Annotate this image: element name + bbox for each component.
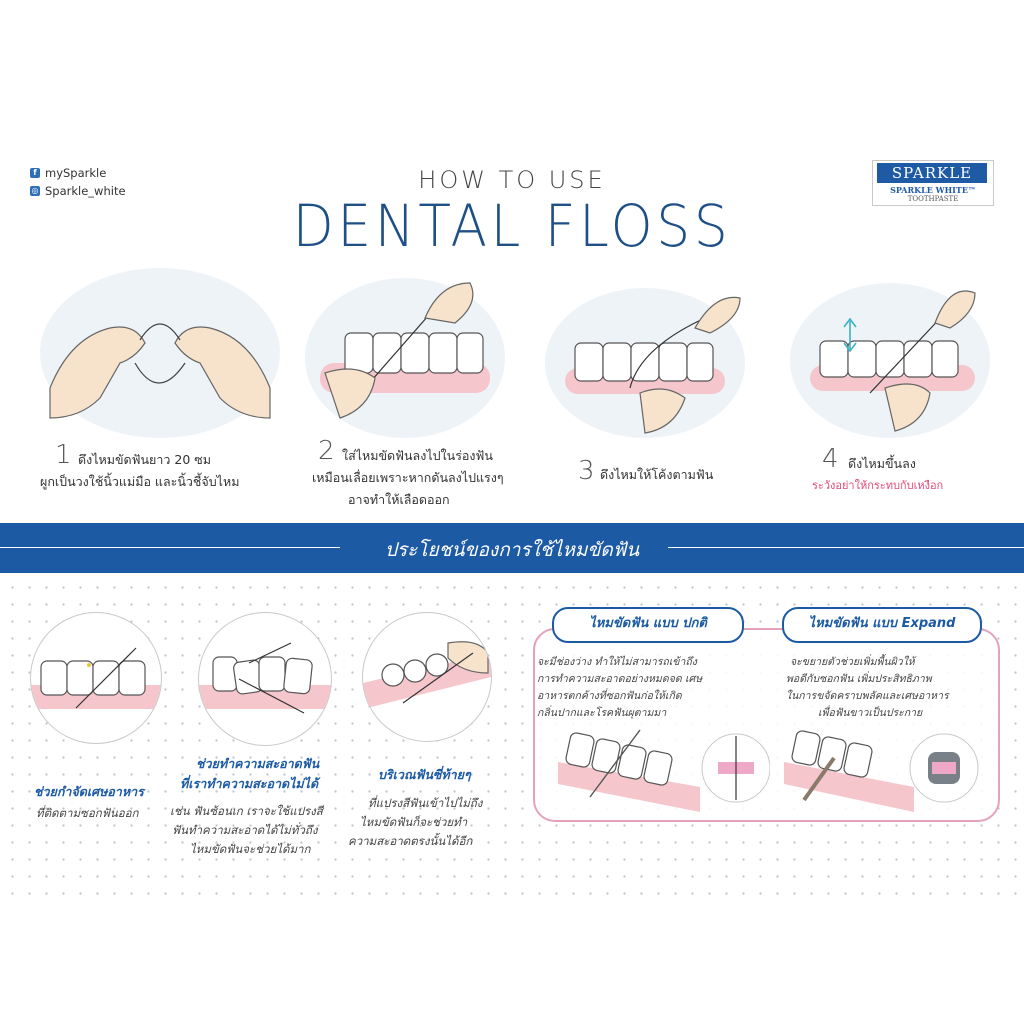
brand-line2: TOOTHPASTE (907, 195, 959, 203)
banner-line-right (668, 547, 1024, 548)
brand-logo: SPARKLE SPARKLE WHITE™ TOOTHPASTE (872, 160, 994, 206)
benefit-3-illustration (362, 612, 492, 742)
step-2-text-3: อาจทำให้เลือดออก (348, 492, 450, 507)
step-1-number: 1 (55, 440, 72, 470)
step-4-illustration (790, 283, 990, 438)
step-3-number: 3 (578, 456, 595, 486)
benefit-2-body-2: ฟันทำความสะอาดได้ไม่ทั่วถึง (172, 823, 318, 837)
page-subtitle: HOW TO USE (418, 166, 606, 194)
benefit-2-title-2: ที่เราทำความสะอาดไม่ได้ (180, 776, 319, 791)
step-2-number: 2 (318, 436, 335, 466)
facebook-icon: f (30, 168, 40, 178)
normal-body-1: จะมีช่องว่าง ทำให้ไม่สามารถเข้าถึง (537, 656, 697, 668)
expand-body-4: เพื่อฟันขาวเป็นประกาย (818, 707, 923, 719)
step-3-illustration (545, 288, 745, 438)
benefits-heading: ประโยชน์ของการใช้ไหมขัดฟัน (384, 539, 640, 561)
banner-line-left (0, 547, 340, 548)
normal-floss-label: ไหมขัดฟัน แบบ ปกติ (552, 607, 744, 643)
expand-body-1: จะขยายตัวช่วยเพิ่มพื้นผิวให้ (790, 656, 915, 668)
step-2-illustration (305, 278, 505, 438)
step-2-text-2: เหมือนเลื่อยเพราะหากดันลงไปแรงๆ (312, 470, 504, 485)
brand-line1: SPARKLE WHITE™ (890, 185, 976, 195)
step-2-text-1: ใส่ไหมขัดฟันลงไปในร่องฟัน (342, 448, 493, 463)
benefit-3-body-2: ไหมขัดฟันก็จะช่วยทำ (360, 815, 468, 829)
benefit-1-body-1: ที่ติดตามซอกฟันออก (36, 806, 139, 820)
benefits-banner: ประโยชน์ของการใช้ไหมขัดฟัน (0, 523, 1024, 573)
normal-body-3: อาหารตกค้างที่ซอกฟันก่อให้เกิด (537, 690, 682, 702)
facebook-link[interactable]: f mySparkle (30, 166, 106, 180)
instagram-icon: ◎ (30, 186, 40, 196)
benefit-3-body-3: ความสะอาดตรงนั้นได้อีก (348, 834, 473, 848)
step-4-text-1: ดึงไหมขึ้นลง (848, 456, 916, 471)
expand-floss-label: ไหมขัดฟัน แบบ Expand (782, 607, 982, 643)
facebook-handle: mySparkle (45, 166, 107, 180)
expand-body-2: พอดีกับซอกฟัน เพิ่มประสิทธิภาพ (786, 673, 932, 685)
benefit-2-body-3: ไหมขัดฟันจะช่วยได้มาก (190, 842, 311, 856)
brand-name: SPARKLE (877, 163, 987, 183)
step-1-illustration (40, 268, 280, 438)
normal-floss-illustration (550, 722, 771, 812)
instagram-handle: Sparkle_white (45, 184, 126, 198)
page-title: DENTAL FLOSS (292, 192, 732, 260)
benefit-1-illustration (30, 612, 162, 744)
benefit-3-title: บริเวณฟันซี่ท้ายๆ (378, 767, 471, 782)
benefit-2-illustration (198, 612, 332, 746)
step-1-text-1: ดึงไหมขัดฟันยาว 20 ซม (78, 452, 211, 467)
normal-body-2: การทำความสะอาดอย่างหมดจด เศษ (537, 673, 703, 685)
benefit-2-title-1: ช่วยทำความสะอาดฟัน (196, 756, 320, 771)
step-1-text-2: ผูกเป็นวงใช้นิ้วแม่มือ และนิ้วชี้จับไหม (40, 474, 240, 489)
expand-floss-illustration (784, 722, 988, 812)
step-4-number: 4 (822, 444, 839, 474)
expand-body-3: ในการขจัดคราบพลัคและเศษอาหาร (786, 690, 949, 702)
benefit-3-body-1: ที่แปรงสีฟันเข้าไปไม่ถึง (368, 796, 483, 810)
normal-body-4: กลิ่นปากและโรคฟันผุตามมา (537, 707, 667, 719)
benefit-2-body-1: เช่น ฟันซ้อนเก เราจะใช้แปรงสี (170, 804, 323, 818)
step-4-warning: ระวังอย่าให้กระทบกับเหงือก (812, 479, 944, 492)
instagram-link[interactable]: ◎ Sparkle_white (30, 184, 126, 198)
benefit-1-title: ช่วยกำจัดเศษอาหาร (34, 784, 144, 799)
step-3-text-1: ดึงไหมให้โค้งตามฟัน (600, 467, 714, 482)
